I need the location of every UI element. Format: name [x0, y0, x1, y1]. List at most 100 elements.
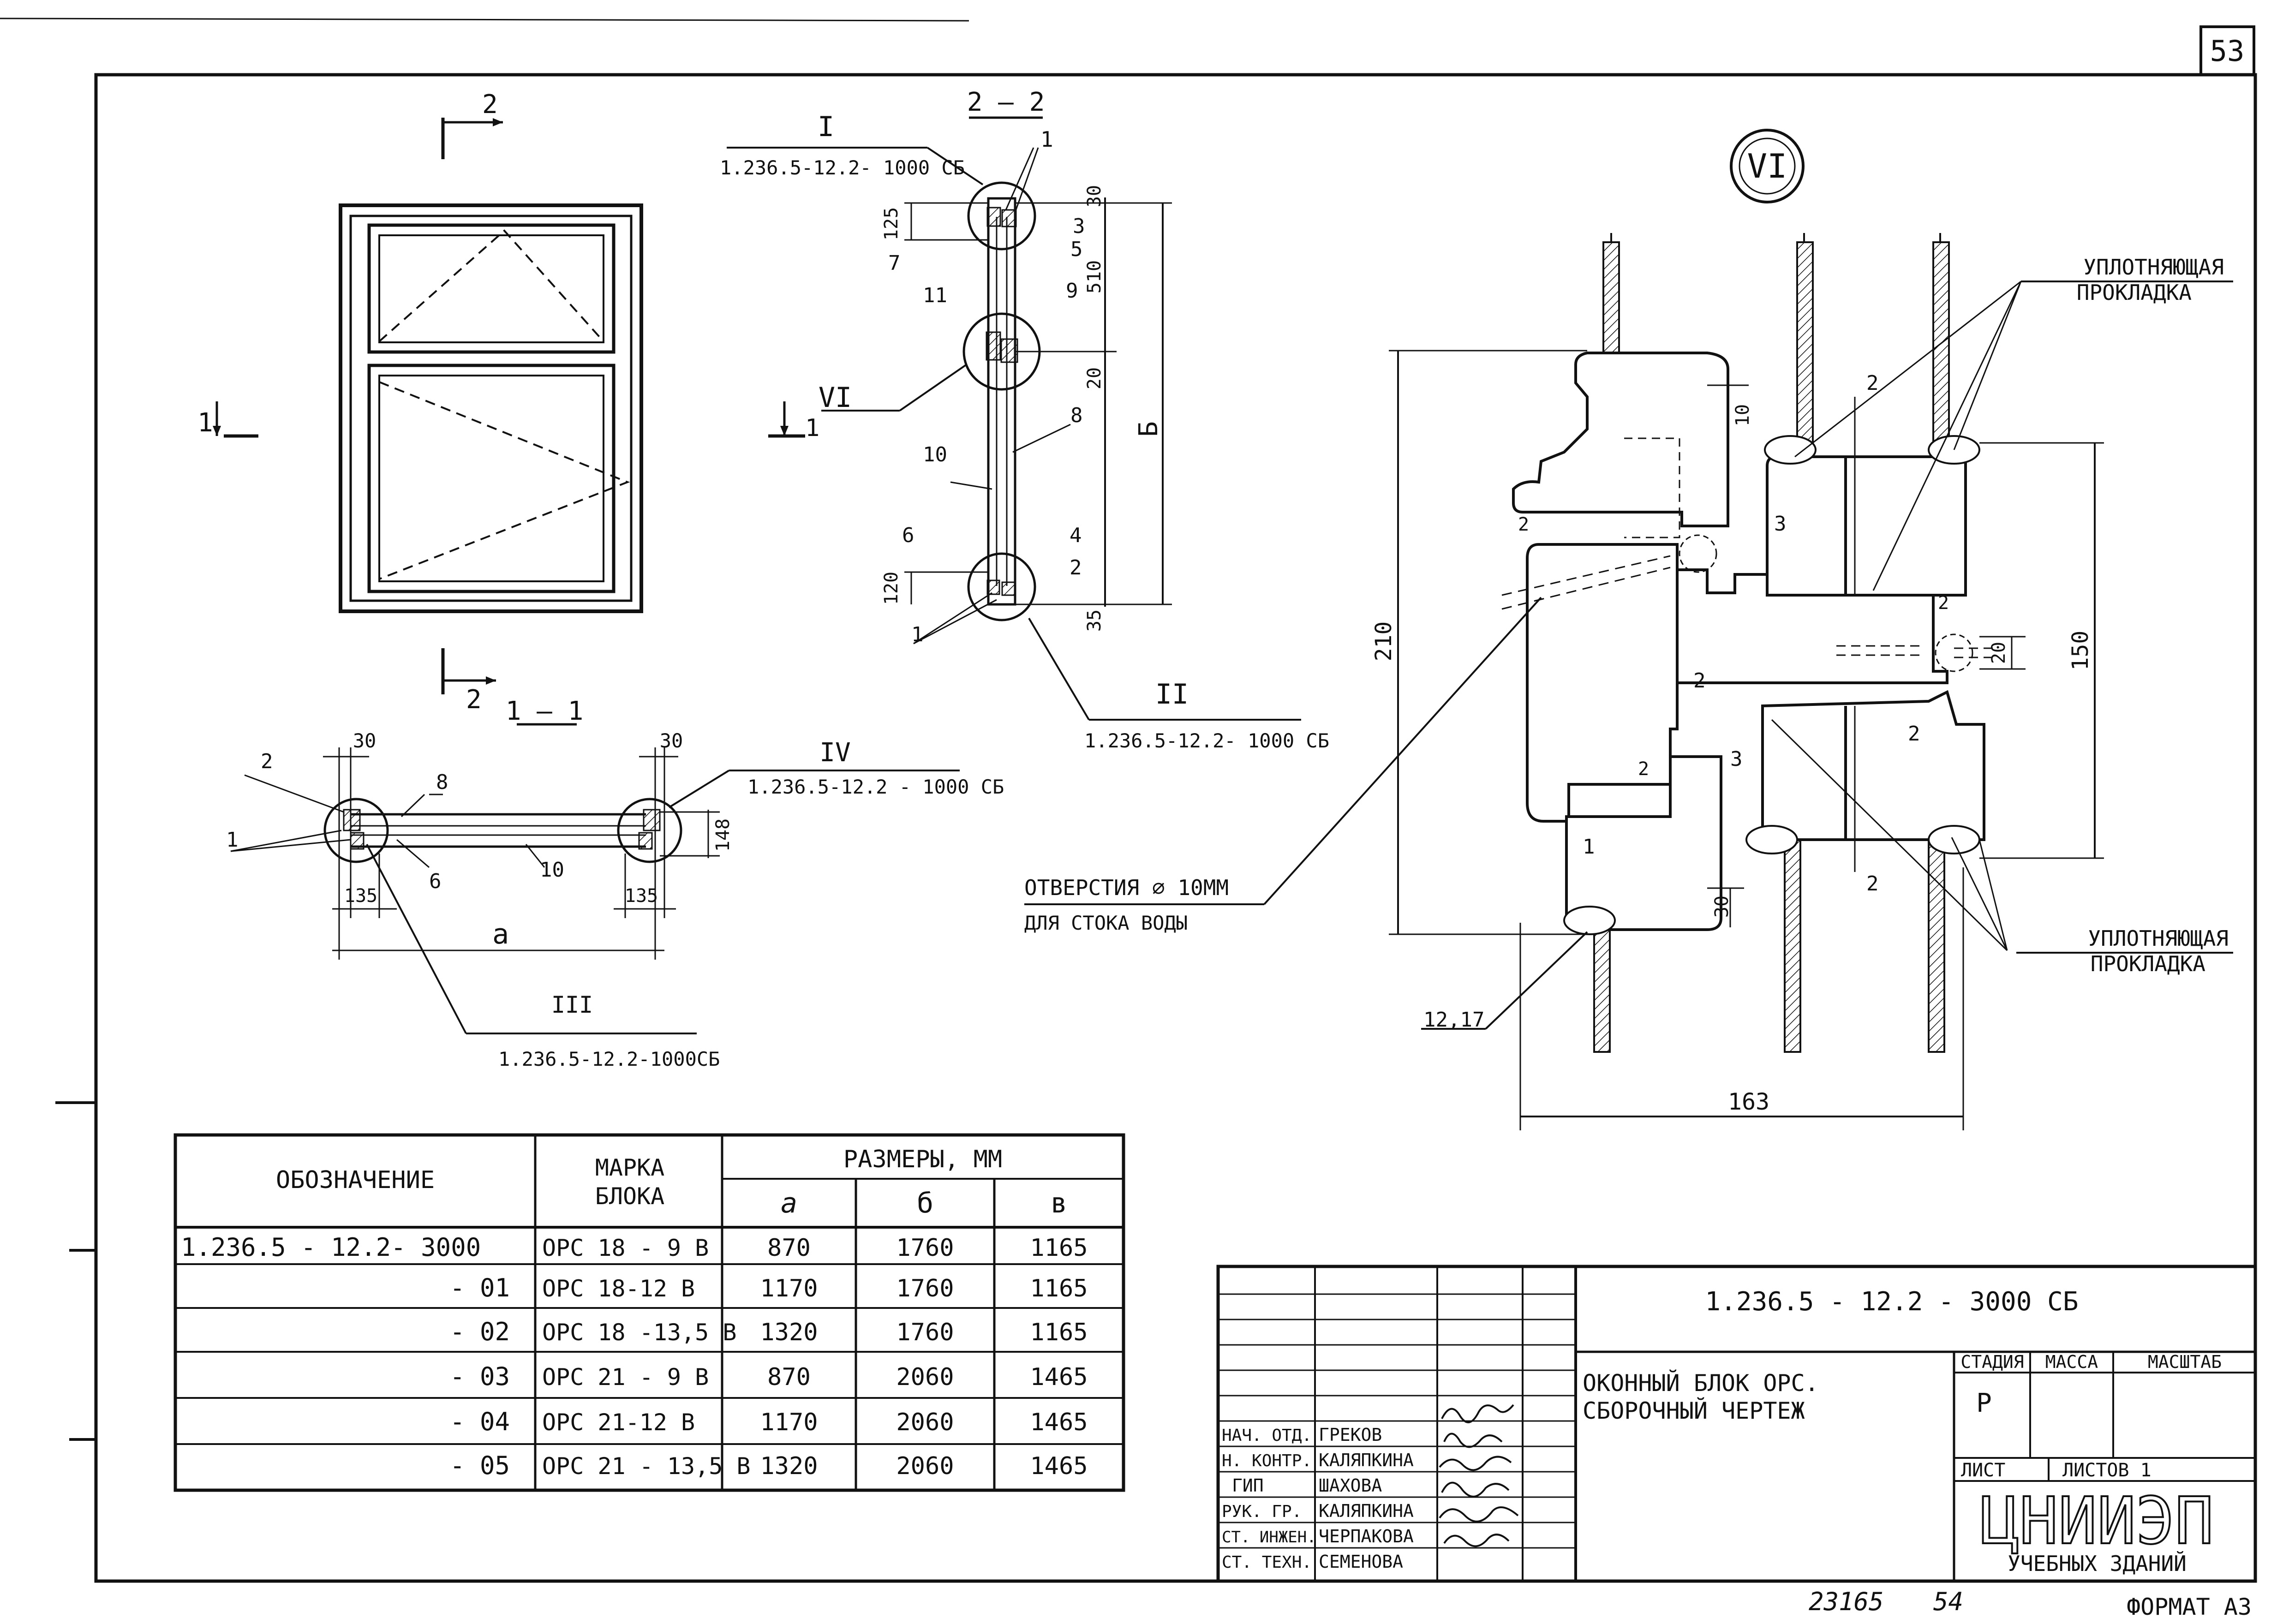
pos-label: 8	[1070, 404, 1083, 427]
row-a: 870	[767, 1234, 811, 1262]
pos-label: 2	[1866, 872, 1879, 896]
row-designation: 1.236.5 - 12.2- 3000	[181, 1233, 481, 1262]
pos-label: 10	[923, 443, 947, 466]
row-v: 1165	[1030, 1234, 1088, 1262]
pos-label: 6	[429, 870, 442, 893]
sheet-number: 53	[2210, 34, 2245, 68]
tb-sheets-label: ЛИСТОВ 1	[2062, 1460, 2152, 1481]
holes-line1: ОТВЕРСТИЯ ⌀ 10ММ	[1024, 875, 1229, 900]
section-2-2-title: 2 – 2	[967, 87, 1045, 117]
tb-role: РУК. ГР.	[1222, 1502, 1302, 1521]
row-v: 1465	[1030, 1363, 1088, 1391]
pos-label: 1	[1583, 835, 1595, 859]
pos-label: 2	[1070, 556, 1082, 579]
dim-20-detail: 20	[1988, 642, 2009, 664]
row-mark: ОРС 18-12 В	[542, 1275, 695, 1302]
ref-I: I	[818, 111, 834, 143]
dim-30: 30	[1084, 185, 1105, 207]
pos-label: 12,17	[1423, 1008, 1484, 1032]
pos-label: 2	[1938, 592, 1949, 614]
dim-30-left: 30	[353, 729, 377, 752]
dim-120: 120	[881, 572, 902, 605]
dim-30-right: 30	[660, 729, 683, 752]
tb-role: ГИП	[1232, 1475, 1264, 1496]
dim-163: 163	[1728, 1088, 1769, 1115]
row-mark: ОРС 18 -13,5 В	[542, 1319, 736, 1346]
tb-title-line2: СБОРОЧНЫЙ ЧЕРТЕЖ	[1583, 1397, 1805, 1424]
pos-label: 1	[1040, 127, 1053, 152]
ref-IV: IV	[819, 738, 850, 768]
th-mark-wrap: МАРКА БЛОКА	[595, 1154, 665, 1210]
stamp-number: 23165	[1809, 1587, 1884, 1616]
tb-person-row: ГИП ШАХОВА	[1232, 1475, 1382, 1496]
row-designation: - 02	[450, 1317, 510, 1346]
tb-person-row: РУК. ГР. КАЛЯПКИНА	[1222, 1501, 1414, 1521]
pos-label: 1	[911, 623, 924, 646]
table-row: - 03 ОРС 21 - 9 В 870 2060 1465	[450, 1362, 1088, 1391]
row-a: 1320	[760, 1319, 818, 1346]
ref-III-doc: 1.236.5-12.2-1000СБ	[498, 1048, 720, 1070]
tb-stage-label: СТАДИЯ	[1960, 1352, 2024, 1372]
tb-role: Н. КОНТР.	[1222, 1451, 1312, 1470]
format-label: ФОРМАТ А3	[2127, 1594, 2252, 1620]
tb-sheet-label: ЛИСТ	[1961, 1460, 2005, 1481]
pos-label: 2	[1908, 722, 1920, 746]
tb-scale-label: МАСШТАБ	[2148, 1352, 2222, 1372]
row-mark: ОРС 21 - 9 В	[542, 1364, 709, 1391]
detail-VI	[1024, 129, 2233, 1130]
ref-II: II	[1155, 678, 1189, 710]
ref-II-doc: 1.236.5-12.2- 1000 СБ	[1084, 729, 1329, 752]
section-2-2	[727, 116, 1301, 721]
pos-label: 6	[902, 524, 914, 547]
dim-210: 210	[1371, 621, 1397, 662]
sheet-frame	[0, 18, 2257, 1583]
dim-20: 20	[1084, 367, 1105, 389]
th-a: а	[781, 1187, 797, 1219]
tb-person-row: НАЧ. ОТД. ГРЕКОВ	[1222, 1425, 1382, 1445]
tb-title-line1: ОКОННЫЙ БЛОК ОРС.	[1583, 1369, 1819, 1397]
th-mark: МАРКА БЛОКА	[595, 1154, 665, 1210]
row-a: 1170	[760, 1275, 818, 1302]
pos-label: 3	[1073, 215, 1085, 238]
row-v: 1465	[1030, 1409, 1088, 1436]
dim-150: 150	[2068, 631, 2093, 671]
dim-35: 35	[1084, 609, 1105, 632]
row-b: 2060	[896, 1363, 954, 1391]
row-b: 1760	[896, 1234, 954, 1262]
dim-510: 510	[1084, 260, 1105, 293]
holes-line2: ДЛЯ СТОКА ВОДЫ	[1024, 912, 1188, 934]
pos-label: 1	[226, 828, 239, 852]
pos-label: 9	[1066, 279, 1078, 303]
tb-mass-label: МАССА	[2045, 1352, 2098, 1372]
pos-label: 3	[1774, 512, 1787, 536]
dim-135-right: 135	[625, 885, 658, 907]
pos-label: 5	[1070, 238, 1083, 261]
tb-name: ГРЕКОВ	[1319, 1425, 1382, 1445]
tb-name: СЕМЕНОВА	[1319, 1552, 1403, 1572]
tb-name: КАЛЯПКИНА	[1319, 1450, 1414, 1470]
dim-b: Б	[1134, 421, 1164, 437]
ref-I-doc: 1.236.5-12.2- 1000 СБ	[720, 156, 965, 179]
front-view	[213, 118, 643, 694]
table-row: - 01 ОРС 18-12 В 1170 1760 1165	[450, 1273, 1088, 1302]
row-v: 1465	[1030, 1452, 1088, 1480]
th-v: в	[1051, 1187, 1067, 1219]
cut-label-1-section: 1	[805, 414, 819, 442]
tb-doc-code: 1.236.5 - 12.2 - 3000 СБ	[1705, 1287, 2078, 1317]
row-mark: ОРС 18 - 9 В	[542, 1235, 709, 1261]
th-designation: ОБОЗНАЧЕНИЕ	[276, 1166, 435, 1194]
th-sizes: РАЗМЕРЫ, ММ	[843, 1146, 1002, 1173]
spec-table	[173, 1133, 1125, 1492]
pos-label: 11	[923, 284, 947, 307]
detail-VI-title: VI	[1747, 147, 1787, 185]
row-a: 870	[767, 1363, 811, 1391]
tb-person-row: СТ. ИНЖЕН. ЧЕРПАКОВА	[1222, 1526, 1414, 1546]
tb-org-sub: УЧЕБНЫХ ЗДАНИЙ	[2008, 1551, 2187, 1576]
tb-person-row: Н. КОНТР. КАЛЯПКИНА	[1222, 1450, 1414, 1470]
pos-label: 2	[1518, 514, 1529, 535]
pos-label: 2	[1866, 371, 1879, 395]
seal-bottom-line2: ПРОКЛАДКА	[2091, 951, 2205, 976]
seal-bottom-line1: УПЛОТНЯЮЩАЯ	[2088, 926, 2229, 951]
cut-label-1: 1	[197, 408, 213, 438]
